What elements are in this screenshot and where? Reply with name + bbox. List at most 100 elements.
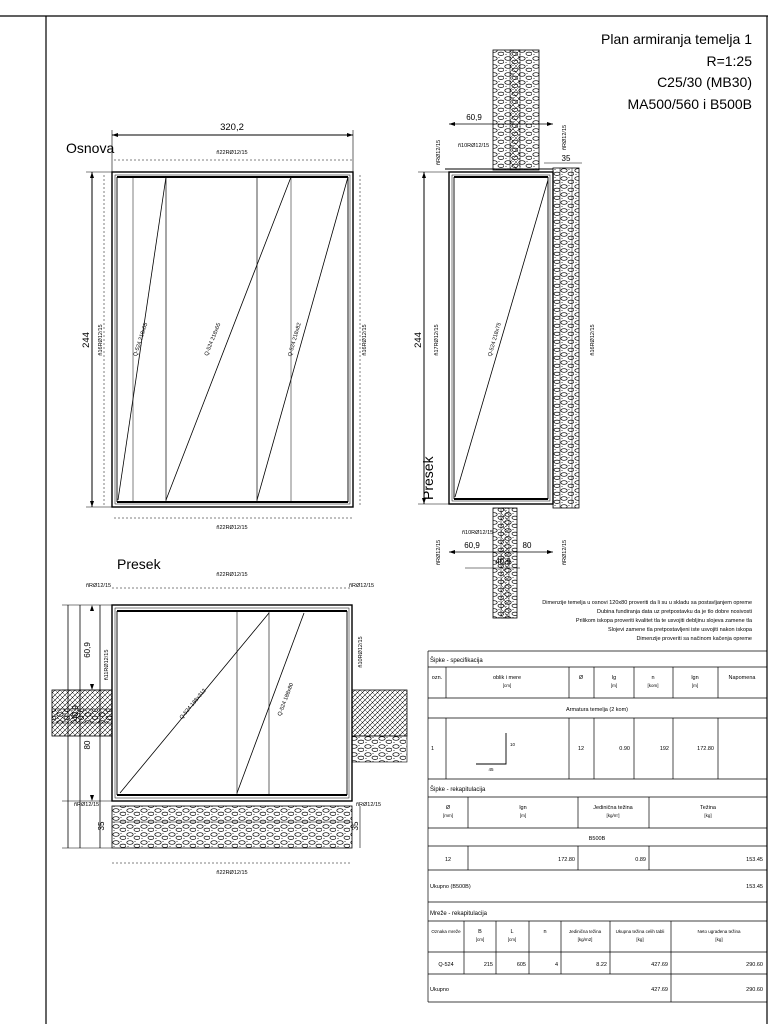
- side-rebar-bottom: ñ10RØ12/15: [462, 530, 493, 536]
- front-rebar-left: ñ11RØ12/15: [104, 650, 110, 681]
- plan-width-dim: 320,2: [220, 122, 244, 133]
- front-mesh-label-a: Q-524 188x312: [179, 688, 208, 721]
- plan-view-label: Osnova: [66, 140, 114, 156]
- plan-rebar-bottom: ñ22RØ12/15: [216, 525, 247, 531]
- backfill-zone: [552, 167, 580, 509]
- side-section: 244 60,9 35 60,9 80 40,9 Presek ñRØ12/15…: [413, 49, 596, 619]
- mesh-header: Neto ugrađena težina: [697, 929, 741, 934]
- recap-header: Težina: [700, 805, 717, 811]
- spec-header: Ø: [579, 675, 584, 681]
- front-rebar-bottom: ñ22RØ12/15: [216, 870, 247, 876]
- front-dim-c: 80: [83, 740, 92, 749]
- mesh-header: Jedinična težina: [569, 929, 602, 934]
- plan-view: Osnova 320,2 244 ñ22RØ12/15 ñ22RØ12/15 ñ…: [66, 122, 368, 531]
- note-line: Prilikom iskopa proveriti kvalitet tla t…: [576, 618, 753, 624]
- drawing-scale: R=1:25: [706, 53, 752, 69]
- spec-header: oblik i mere: [493, 675, 521, 681]
- spec-header-unit: [m]: [611, 683, 617, 688]
- recap-total-value: 153.45: [746, 884, 763, 890]
- plan-height-dim: 244: [81, 332, 92, 348]
- mesh-header-unit: [cm]: [508, 937, 517, 942]
- front-dim-d-left: 35: [97, 821, 106, 830]
- side-rebar-top-right: ñRØ12/15: [562, 125, 568, 150]
- mesh-cell: 605: [517, 962, 526, 968]
- plan-rebar-right: ñ16RØ12/15: [362, 324, 368, 355]
- recap-header: Ø: [446, 805, 451, 811]
- gravel-bed: [111, 805, 353, 849]
- mesh-cell: 427.69: [651, 962, 668, 968]
- mesh-section-title: Mreže - rekapitulacija: [430, 911, 488, 917]
- recap-header-unit: [kg]: [704, 813, 711, 818]
- mesh-header-unit: [kg]: [715, 937, 722, 942]
- side-rebar-left: ñ17RØ12/15: [434, 324, 440, 355]
- plan-mesh-label-right: Q-524 218x82: [287, 322, 302, 357]
- recap-cell: 172.80: [558, 857, 575, 863]
- mesh-header-unit: [kg]: [636, 937, 643, 942]
- spec-cell: 12: [578, 746, 584, 752]
- front-dim-d-right: 35: [351, 821, 360, 830]
- front-mesh-label-b: Q-524 188x80: [277, 682, 295, 717]
- recap-group-label: B500B: [589, 836, 606, 842]
- spec-header-unit: [kom]: [647, 683, 658, 688]
- front-section-outline: [111, 604, 353, 802]
- rebar-shape-sketch: [476, 733, 507, 765]
- plan-mesh-label-center: Q-524 218x65: [204, 322, 223, 357]
- front-section-label: Presek: [117, 556, 162, 572]
- plan-rebar-left: ñ16RØ12/15: [98, 324, 104, 355]
- mesh-cell: 215: [484, 962, 493, 968]
- recap-total-label: Ukupno (B500B): [430, 884, 471, 890]
- recap-cell: 12: [445, 857, 451, 863]
- spec-header-unit: [m]: [692, 683, 698, 688]
- mesh-total-label: Ukupno: [430, 987, 449, 993]
- recap-cell: 0.89: [635, 857, 646, 863]
- spec-header: ozn.: [432, 675, 443, 681]
- side-mesh-label: Q-524 218x75: [487, 322, 502, 357]
- mesh-cell: 290.60: [746, 962, 763, 968]
- side-dim-bottom-small: 40,9: [495, 557, 511, 566]
- mesh-header-unit: [kg/m2]: [578, 937, 593, 942]
- recap-header-unit: [kg/m']: [606, 813, 619, 818]
- mesh-cell: 4: [555, 962, 558, 968]
- recap-cell: 153.45: [746, 857, 763, 863]
- front-rebar-right: ñ10RØ12/15: [358, 636, 364, 667]
- front-rebar-top: ñ22RØ12/15: [216, 572, 247, 578]
- mesh-total-full: 427.69: [651, 987, 668, 993]
- concrete-class: C25/30 (MB30): [657, 74, 752, 90]
- spec-group-label: Armatura temelja (2 kom): [566, 707, 628, 713]
- front-rebar-corner-br: ñRØ12/15: [356, 802, 381, 808]
- plan-footing-outline: [111, 171, 354, 508]
- spec-header-unit: [cm]: [503, 683, 512, 688]
- plan-rebar-top: ñ22RØ12/15: [216, 150, 247, 156]
- note-line: Dimenzije proveriti sa načinom kačenja o…: [636, 636, 752, 642]
- side-rebar-top: ñ10RØ12/15: [458, 143, 489, 149]
- mesh-header: Oznaka mreže: [431, 929, 461, 934]
- schedule-tables: Šipke - specifikacija ozn. oblik i mere …: [427, 650, 768, 1003]
- side-dim-bottom-mid: 80: [523, 541, 532, 550]
- drawing-title: Plan armiranja temelja 1: [601, 31, 752, 47]
- front-section: Presek 60,9 40,9 80 35 35 ñ22RØ12/15: [51, 556, 408, 876]
- mesh-header: n: [543, 929, 546, 935]
- mesh-header-unit: [cm]: [476, 937, 485, 942]
- right-soil-layer: [351, 689, 408, 737]
- sheet-frame: [0, 15, 768, 1024]
- mesh-cell: 8.22: [596, 962, 607, 968]
- side-rebar-right: ñ16RØ12/15: [590, 324, 596, 355]
- spec-header: Napomena: [729, 675, 757, 681]
- mesh-header: B: [478, 929, 482, 935]
- note-line: Dimenzije temelja u osnovi 120x80 prover…: [542, 600, 752, 606]
- title-block: Plan armiranja temelja 1 R=1:25 C25/30 (…: [601, 31, 752, 112]
- mesh-header: L: [510, 929, 513, 935]
- recap-section-title: Šipke - rekapitulacija: [430, 786, 486, 793]
- side-height-dim: 244: [413, 332, 424, 348]
- steel-class: MA500/560 i B500B: [627, 96, 752, 112]
- mesh-cell: Q-524: [438, 962, 453, 968]
- side-dim-top-right: 35: [562, 154, 571, 163]
- side-dim-top-left: 60,9: [466, 113, 482, 122]
- spec-cell: 0.90: [619, 746, 630, 752]
- mesh-total-net: 290.60: [746, 987, 763, 993]
- notes-block: Dimenzije temelja u osnovi 120x80 prover…: [542, 600, 753, 642]
- spec-section-title: Šipke - specifikacija: [430, 657, 483, 664]
- side-dim-bottom-left: 60,9: [464, 541, 480, 550]
- recap-header-unit: [m]: [520, 813, 526, 818]
